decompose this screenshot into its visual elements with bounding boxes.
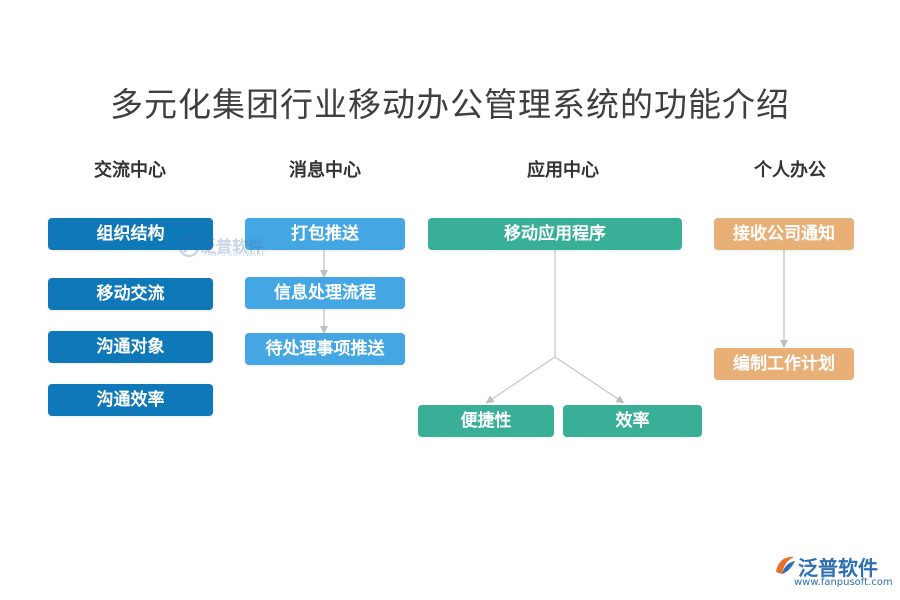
box-work-plan: 编制工作计划 bbox=[714, 348, 854, 380]
logo-url: www.fanpusoft.com bbox=[794, 577, 893, 588]
logo-name: 泛普软件 bbox=[798, 556, 878, 580]
watermark: 泛普软件 FANPU SOFTWARE bbox=[178, 236, 265, 262]
box-efficiency: 效率 bbox=[563, 405, 702, 437]
arrow-app-to-efficiency bbox=[554, 356, 625, 404]
header-application-center: 应用中心 bbox=[527, 160, 599, 181]
box-receive-notice: 接收公司通知 bbox=[714, 218, 854, 250]
box-pending-items-push: 待处理事项推送 bbox=[245, 333, 405, 365]
fanpu-logo-icon bbox=[776, 556, 795, 574]
page-title: 多元化集团行业移动办公管理系统的功能介绍 bbox=[110, 85, 790, 124]
arrow-app-to-convenience bbox=[485, 356, 556, 404]
box-info-process-flow: 信息处理流程 bbox=[245, 277, 405, 309]
box-org-structure: 组织结构 bbox=[48, 218, 213, 250]
header-message-center: 消息中心 bbox=[289, 160, 361, 181]
box-mobile-app: 移动应用程序 bbox=[428, 218, 682, 250]
header-personal-office: 个人办公 bbox=[754, 160, 826, 181]
watermark-text: 泛普软件 bbox=[200, 237, 265, 256]
box-mobile-communication: 移动交流 bbox=[48, 278, 213, 310]
brand-logo: 泛普软件 www.fanpusoft.com bbox=[772, 552, 893, 588]
header-communication-center: 交流中心 bbox=[94, 160, 166, 181]
watermark-subtext: FANPU SOFTWARE bbox=[204, 251, 266, 258]
watermark-logo-icon bbox=[178, 236, 200, 258]
box-communication-efficiency: 沟通效率 bbox=[48, 384, 213, 416]
box-communication-target: 沟通对象 bbox=[48, 331, 213, 363]
box-convenience: 便捷性 bbox=[418, 405, 554, 437]
box-package-push: 打包推送 bbox=[245, 218, 405, 250]
